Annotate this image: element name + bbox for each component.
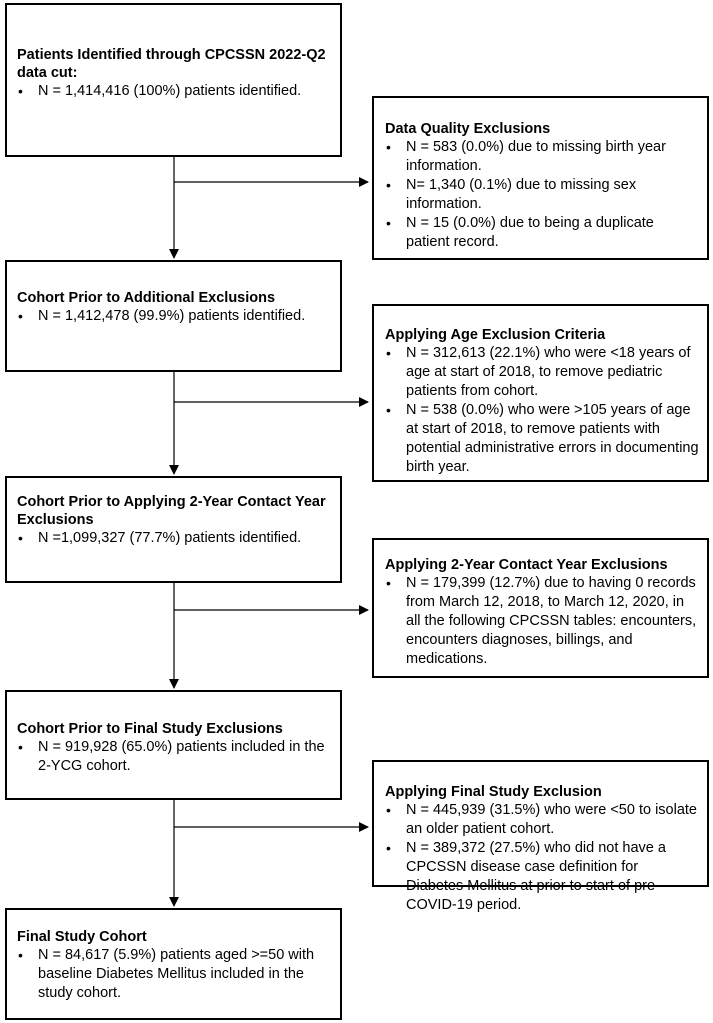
box-title: Cohort Prior to Additional Exclusions	[17, 290, 276, 306]
bullet-list: N =1,099,327 (77.7%) patients identified…	[17, 529, 332, 548]
bullet-list: N = 84,617 (5.9%) patients aged >=50 wit…	[17, 946, 332, 1003]
bullet-item: N = 312,613 (22.1%) who were <18 years o…	[385, 344, 699, 401]
box-age-exclusion-criteria: Applying Age Exclusion Criteria N = 312,…	[372, 304, 709, 482]
bullet-item: N = 1,414,416 (100%) patients identified…	[17, 82, 332, 101]
bullet-item: N = 179,399 (12.7%) due to having 0 reco…	[385, 574, 699, 669]
bullet-item: N= 1,340 (0.1%) due to missing sex infor…	[385, 176, 699, 214]
box-patients-identified: Patients Identified through CPCSSN 2022-…	[5, 3, 342, 157]
box-title: Cohort Prior to Final Study Exclusions	[17, 721, 283, 737]
bullet-item: N = 389,372 (27.5%) who did not have a C…	[385, 839, 699, 915]
box-title: Data Quality Exclusions	[385, 121, 551, 137]
bullet-item: N = 15 (0.0%) due to being a duplicate p…	[385, 214, 699, 252]
box-title: Final Study Cohort	[17, 929, 147, 945]
box-cohort-prior-2-year-contact: Cohort Prior to Applying 2-Year Contact …	[5, 476, 342, 583]
bullet-list: N = 312,613 (22.1%) who were <18 years o…	[385, 344, 699, 477]
bullet-list: N = 919,928 (65.0%) patients included in…	[17, 738, 332, 776]
box-title: Applying Age Exclusion Criteria	[385, 327, 606, 343]
bullet-list: N = 179,399 (12.7%) due to having 0 reco…	[385, 574, 699, 669]
bullet-list: N = 1,414,416 (100%) patients identified…	[17, 82, 332, 101]
bullet-item: N =1,099,327 (77.7%) patients identified…	[17, 529, 332, 548]
box-2-year-contact-exclusions: Applying 2-Year Contact Year Exclusions …	[372, 538, 709, 678]
bullet-item: N = 84,617 (5.9%) patients aged >=50 wit…	[17, 946, 332, 1003]
bullet-item: N = 919,928 (65.0%) patients included in…	[17, 738, 332, 776]
bullet-item: N = 538 (0.0%) who were >105 years of ag…	[385, 401, 699, 477]
bullet-item: N = 445,939 (31.5%) who were <50 to isol…	[385, 801, 699, 839]
box-title: Applying 2-Year Contact Year Exclusions	[385, 557, 668, 573]
box-title: Applying Final Study Exclusion	[385, 784, 602, 800]
bullet-item: N = 1,412,478 (99.9%) patients identifie…	[17, 307, 332, 326]
bullet-list: N = 1,412,478 (99.9%) patients identifie…	[17, 307, 332, 326]
box-cohort-prior-final-exclusions: Cohort Prior to Final Study Exclusions N…	[5, 690, 342, 800]
box-data-quality-exclusions: Data Quality Exclusions N = 583 (0.0%) d…	[372, 96, 709, 260]
bullet-list: N = 583 (0.0%) due to missing birth year…	[385, 138, 699, 252]
bullet-list: N = 445,939 (31.5%) who were <50 to isol…	[385, 801, 699, 915]
box-title: Patients Identified through CPCSSN 2022-…	[17, 47, 326, 81]
box-final-study-exclusion: Applying Final Study Exclusion N = 445,9…	[372, 760, 709, 913]
box-cohort-prior-additional-exclusions: Cohort Prior to Additional Exclusions N …	[5, 260, 342, 372]
box-final-study-cohort: Final Study Cohort N = 84,617 (5.9%) pat…	[5, 908, 342, 1020]
box-title: Cohort Prior to Applying 2-Year Contact …	[17, 494, 326, 528]
bullet-item: N = 583 (0.0%) due to missing birth year…	[385, 138, 699, 176]
